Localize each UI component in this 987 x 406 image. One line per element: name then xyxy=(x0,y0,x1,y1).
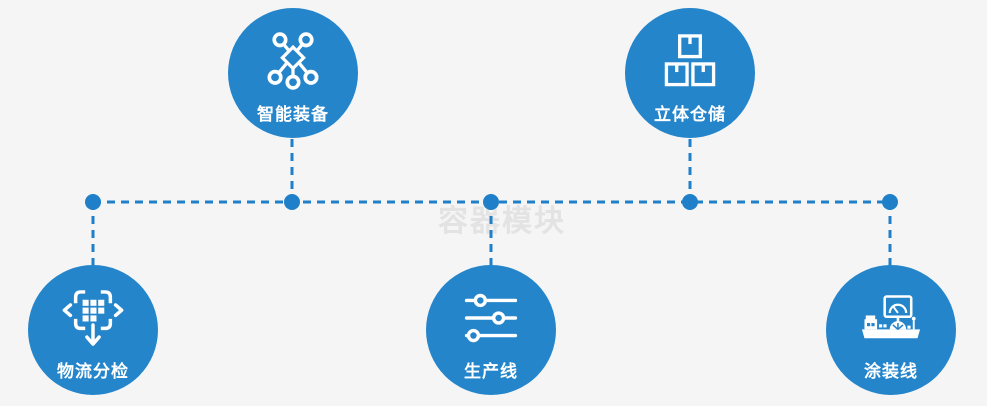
node-painting-line: 涂装线 xyxy=(826,265,956,395)
sorting-arrows-icon xyxy=(60,285,126,351)
node-logistics-sorting: 物流分检 xyxy=(28,265,158,395)
junction-dot xyxy=(284,194,300,210)
stacked-boxes-icon xyxy=(662,28,718,94)
junction-dot xyxy=(85,194,101,210)
control-console-icon xyxy=(859,285,923,351)
node-label: 智能装备 xyxy=(257,105,329,124)
junction-dot xyxy=(483,194,499,210)
node-smart-equipment: 智能装备 xyxy=(228,8,358,138)
node-label: 物流分检 xyxy=(57,362,129,381)
junction-dot xyxy=(882,194,898,210)
node-label: 生产线 xyxy=(464,362,518,381)
junction-dot xyxy=(682,194,698,210)
network-nodes-icon xyxy=(262,28,324,94)
node-label: 涂装线 xyxy=(864,362,918,381)
node-production-line: 生产线 xyxy=(426,265,556,395)
sliders-icon xyxy=(462,285,520,351)
node-stereo-warehouse: 立体仓储 xyxy=(625,8,755,138)
watermark-text: 容器模块 xyxy=(438,205,566,238)
node-label: 立体仓储 xyxy=(654,105,726,124)
